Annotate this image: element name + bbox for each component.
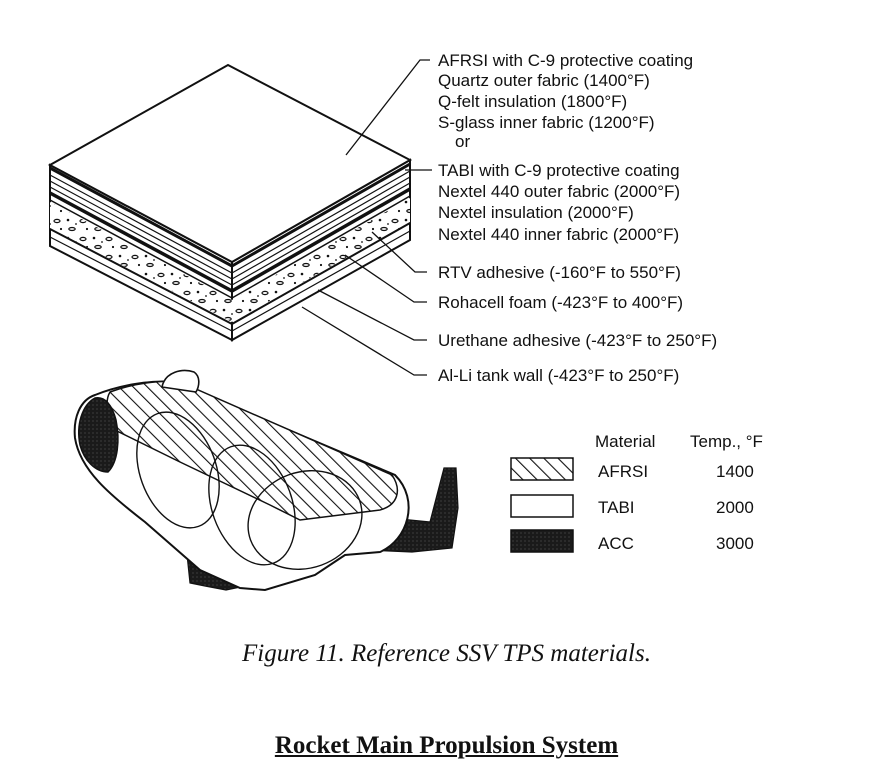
label-sglass: S-glass inner fabric (1200°F): [438, 113, 655, 132]
label-urethane: Urethane adhesive (-423°F to 250°F): [438, 331, 717, 350]
label-or: or: [455, 132, 470, 151]
legend-material-tabi: TABI: [598, 498, 635, 517]
legend-temp-acc: 3000: [716, 534, 754, 553]
legend-swatch-black: [510, 529, 574, 553]
vehicle-section-rings: [136, 411, 363, 570]
label-nextel-inner: Nextel 440 inner fabric (2000°F): [438, 225, 679, 244]
layered-tps-block: [47, 63, 413, 342]
label-alli: Al-Li tank wall (-423°F to 250°F): [438, 366, 679, 385]
legend-material-acc: ACC: [598, 534, 634, 553]
label-afrsi: AFRSI with C-9 protective coating: [438, 51, 693, 70]
figure-caption: Figure 11. Reference SSV TPS materials.: [242, 640, 651, 667]
label-rtv: RTV adhesive (-160°F to 550°F): [438, 263, 681, 282]
material-legend: Material Temp., °F AFRSI 1400 TABI 2000 …: [510, 432, 763, 553]
legend-swatch-white: [510, 494, 574, 518]
label-nextel-insulation: Nextel insulation (2000°F): [438, 203, 634, 222]
legend-header-material: Material: [595, 432, 655, 451]
label-nextel-outer: Nextel 440 outer fabric (2000°F): [438, 182, 680, 201]
block-top-face: [47, 63, 413, 264]
legend-material-afrsi: AFRSI: [598, 462, 648, 481]
layer-lines-right: [231, 162, 411, 332]
section-heading: Rocket Main Propulsion System: [274, 732, 619, 759]
rohacell-foam-right: [232, 198, 410, 322]
layer-labels: AFRSI with C-9 protective coating Quartz…: [438, 51, 717, 385]
legend-temp-afrsi: 1400: [716, 462, 754, 481]
legend-swatch-hatched: [510, 457, 574, 481]
label-rohacell: Rohacell foam (-423°F to 400°F): [438, 293, 683, 312]
vehicle-canopy: [161, 369, 200, 393]
label-quartz: Quartz outer fabric (1400°F): [438, 71, 650, 90]
rohacell-foam-left: [50, 202, 232, 322]
label-tabi: TABI with C-9 protective coating: [438, 161, 680, 180]
label-qfelt: Q-felt insulation (1800°F): [438, 92, 627, 111]
layer-lines-left: [49, 166, 233, 332]
vehicle-nose-acc: [78, 397, 119, 473]
legend-temp-tabi: 2000: [716, 498, 754, 517]
leader-lines: [301, 59, 432, 376]
legend-header-temp: Temp., °F: [690, 432, 763, 451]
vehicle-illustration: [73, 369, 459, 592]
